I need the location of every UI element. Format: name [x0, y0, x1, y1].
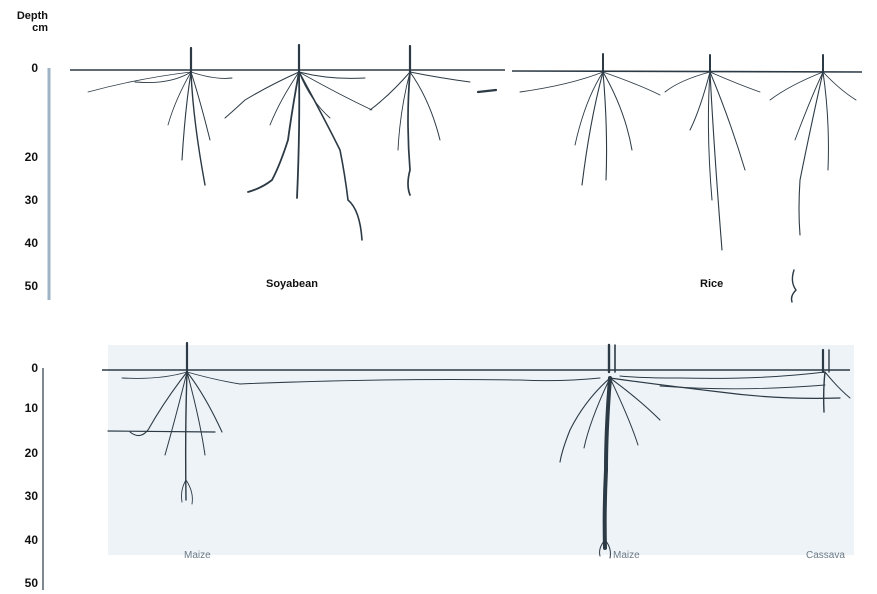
soyabean-roots-2 — [225, 45, 372, 240]
maize-right-label: Maize — [613, 550, 640, 561]
cassava-label: Cassava — [806, 550, 845, 561]
rice-roots-2 — [665, 55, 760, 250]
top-soil-surface-right — [512, 71, 862, 72]
soyabean-label: Soyabean — [266, 278, 318, 290]
soyabean-roots-3 — [370, 46, 496, 195]
rice-roots-3 — [770, 55, 856, 302]
rice-label: Rice — [700, 278, 723, 290]
soyabean-roots-1 — [88, 48, 232, 185]
bottom-soil-shade — [108, 345, 854, 555]
rice-roots-1 — [520, 54, 660, 185]
maize-left-label: Maize — [184, 550, 211, 561]
